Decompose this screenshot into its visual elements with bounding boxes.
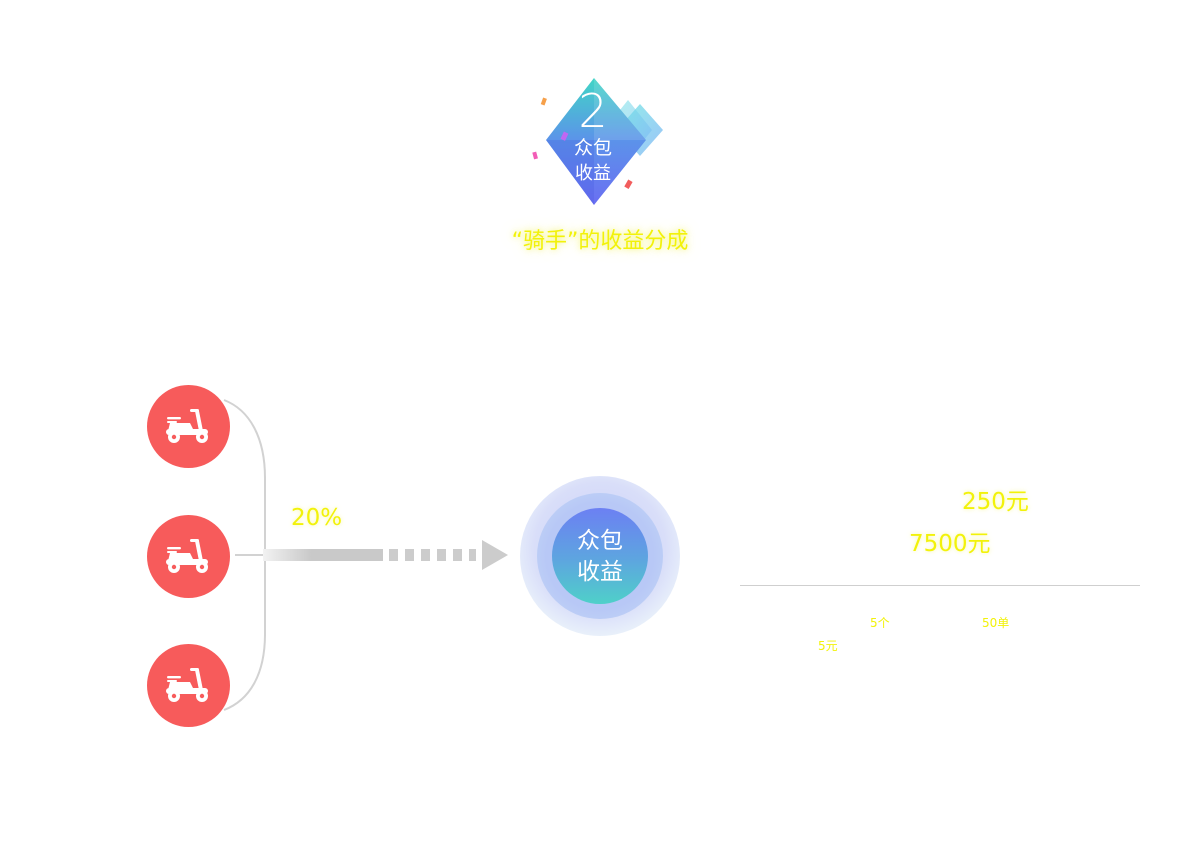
flow-arrow-icon <box>263 540 508 570</box>
scooter-icon <box>166 668 208 702</box>
amount-7500: 7500元 <box>909 531 991 557</box>
scooter-icon <box>166 539 208 573</box>
hub-label-line2: 收益 <box>577 559 623 585</box>
share-percent: 20% <box>291 505 343 531</box>
item-count: 5个 <box>870 616 890 630</box>
rider-avatar-3 <box>147 644 230 727</box>
badge-number: 2 <box>578 84 608 138</box>
page-subtitle: “骑手”的收益分成 <box>511 229 689 254</box>
rider-avatar-1 <box>147 385 230 468</box>
scooter-icon <box>166 409 208 443</box>
order-count: 50单 <box>982 616 1010 630</box>
amount-250: 250元 <box>962 489 1029 515</box>
hub-core <box>552 508 648 604</box>
rider-avatar-2 <box>147 515 230 598</box>
divider <box>740 585 1140 586</box>
hub-label-line1: 众包 <box>577 528 623 554</box>
badge-label-line2: 收益 <box>575 163 611 184</box>
badge-label-line1: 众包 <box>573 137 612 159</box>
unit-price: 5元 <box>818 639 838 653</box>
crowdsource-badge-icon <box>532 78 663 205</box>
